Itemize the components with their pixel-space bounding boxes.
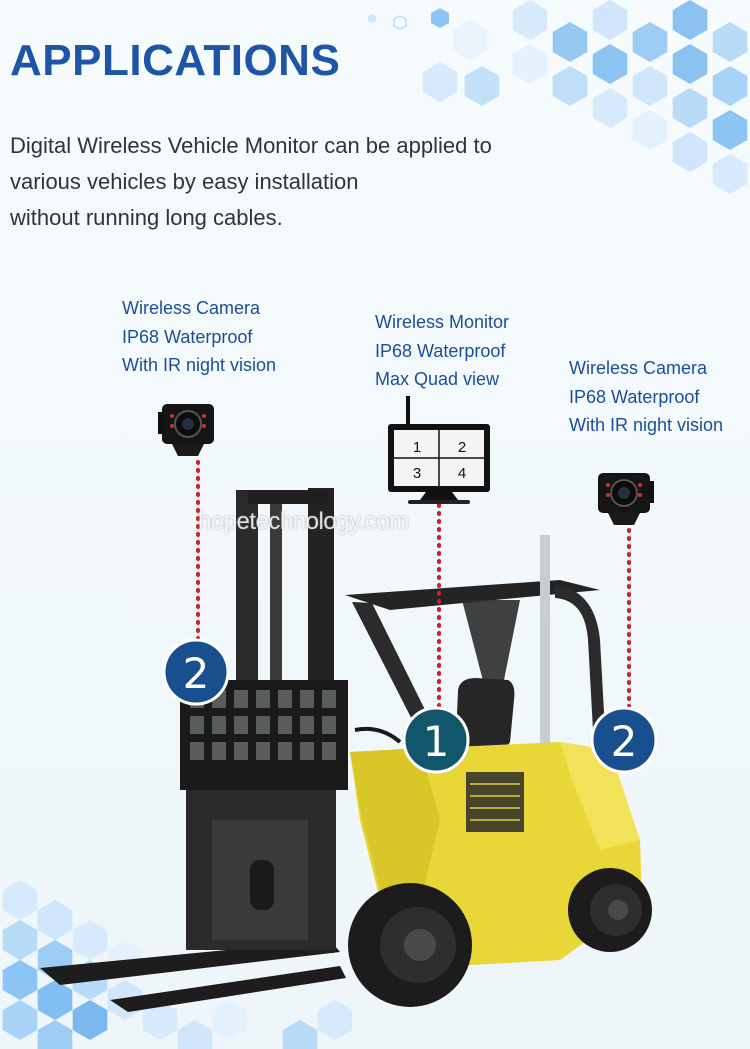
camera-icon xyxy=(158,404,214,456)
label-line: With IR night vision xyxy=(569,415,724,435)
label-line: Wireless Camera xyxy=(122,298,261,318)
intro-line: without running long cables. xyxy=(10,205,283,230)
intro-line: various vehicles by easy installation xyxy=(10,169,359,194)
quadrant-label: 1 xyxy=(413,439,421,456)
camera-icon xyxy=(598,473,654,525)
label-line: IP68 Waterproof xyxy=(569,386,700,407)
load-backrest xyxy=(180,680,348,950)
quadrant-label: 3 xyxy=(413,465,421,482)
hexagon-cluster-top-right xyxy=(368,0,748,194)
monitor-label: Wireless Monitor IP68 Waterproof Max Qua… xyxy=(375,308,509,394)
quadrant-label: 2 xyxy=(458,439,466,456)
watermark: hopetechnology.com xyxy=(198,508,409,535)
label-line: With IR night vision xyxy=(122,355,277,375)
label-line: Wireless Camera xyxy=(569,358,708,378)
right-camera-label: Wireless Camera IP68 Waterproof With IR … xyxy=(569,354,723,440)
connector-lines xyxy=(196,460,631,714)
front-wheel xyxy=(348,883,472,1007)
label-line: Max Quad view xyxy=(375,369,500,389)
quadrant-label: 4 xyxy=(458,465,466,482)
page-title: APPLICATIONS xyxy=(10,36,341,85)
badge-right: 2 xyxy=(590,706,658,774)
badge-number: 2 xyxy=(183,649,210,698)
monitor-icon: 1 2 3 4 xyxy=(388,396,490,504)
badge-center: 1 xyxy=(402,706,470,774)
label-line: IP68 Waterproof xyxy=(375,340,506,361)
intro-line: Digital Wireless Vehicle Monitor can be … xyxy=(10,133,492,158)
badge-left: 2 xyxy=(162,638,230,706)
badge-number: 2 xyxy=(611,717,638,766)
label-line: IP68 Waterproof xyxy=(122,326,253,347)
left-camera-label: Wireless Camera IP68 Waterproof With IR … xyxy=(122,294,276,380)
forklift-illustration xyxy=(40,488,652,1012)
label-line: Wireless Monitor xyxy=(375,312,510,332)
badge-number: 1 xyxy=(423,717,450,766)
rear-wheel xyxy=(568,868,652,952)
intro-text: Digital Wireless Vehicle Monitor can be … xyxy=(10,128,570,236)
